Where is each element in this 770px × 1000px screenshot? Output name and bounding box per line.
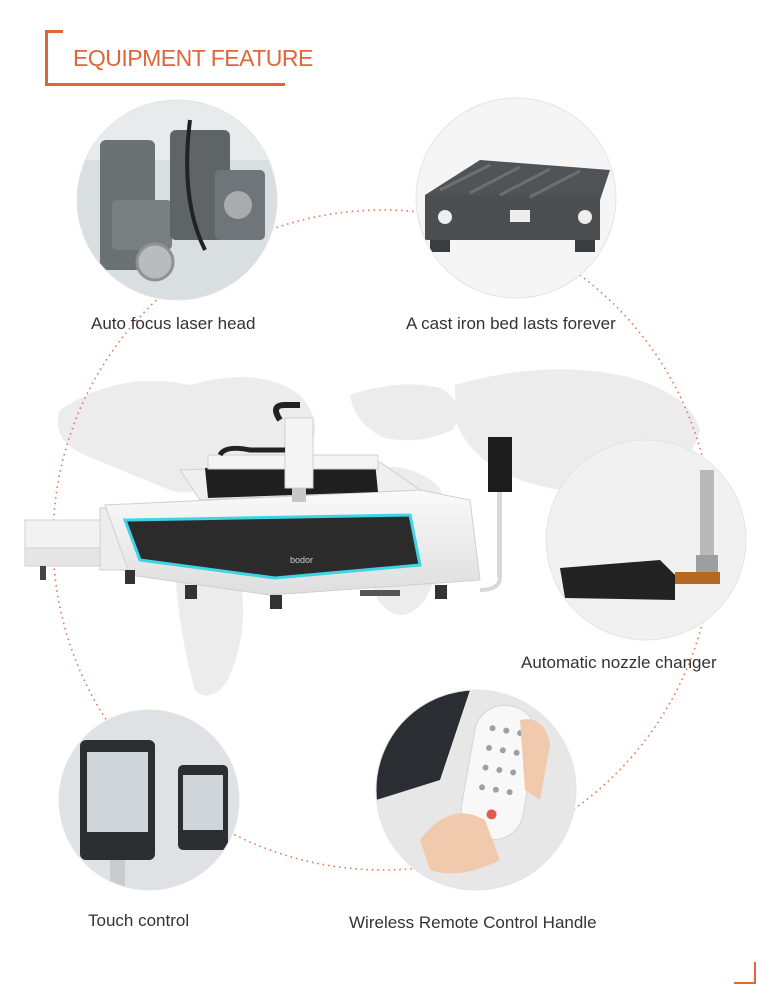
heading-text: EQUIPMENT FEATURE [73, 45, 313, 71]
remote-handle-photo [376, 690, 576, 890]
laser-cutting-machine: bodor [24, 402, 512, 609]
cast-iron-bed-photo [416, 98, 616, 298]
feature-label-touch-control: Touch control [88, 911, 190, 930]
touch-control-photo [59, 710, 239, 890]
nozzle-changer-photo [546, 440, 746, 640]
section-heading: EQUIPMENT FEATURE [45, 30, 313, 86]
machine-brand-logo: bodor [290, 555, 313, 565]
corner-decoration [734, 962, 756, 984]
feature-label-remote-handle: Wireless Remote Control Handle [349, 913, 597, 932]
feature-label-nozzle-changer: Automatic nozzle changer [521, 653, 717, 672]
feature-label-auto-focus: Auto focus laser head [91, 314, 256, 333]
feature-label-cast-iron-bed: A cast iron bed lasts forever [406, 314, 616, 333]
laser-head-photo [77, 100, 277, 300]
